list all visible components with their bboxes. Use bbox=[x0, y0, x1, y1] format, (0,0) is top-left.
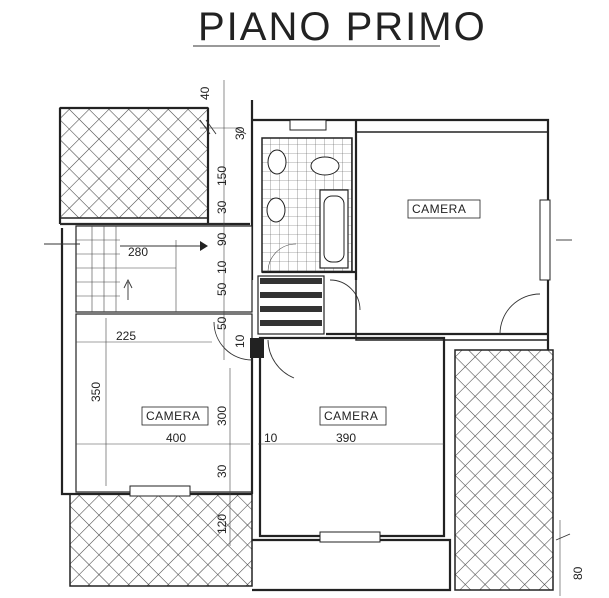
dim-90: 90 bbox=[215, 232, 229, 246]
dim-80: 80 bbox=[571, 566, 585, 580]
dim-280: 280 bbox=[128, 245, 148, 259]
room-label-left: CAMERA bbox=[146, 409, 200, 423]
dim-room-10: 10 bbox=[264, 431, 278, 445]
sink-fixture bbox=[310, 156, 340, 176]
plan-title: PIANO PRIMO bbox=[198, 5, 487, 49]
dim-top-30: 30 bbox=[233, 126, 247, 140]
room-label-box-top-right bbox=[407, 199, 481, 219]
tick-marks bbox=[44, 119, 572, 541]
wall-left bbox=[60, 228, 70, 496]
landing-door-swing bbox=[329, 279, 361, 311]
bathtub-inner bbox=[323, 195, 345, 263]
room-label-top-right: CAMERA bbox=[412, 202, 466, 216]
dim-30b: 30 bbox=[215, 200, 229, 214]
terrace-top-left bbox=[59, 107, 209, 219]
stair-arrow-head bbox=[200, 241, 208, 251]
dim-50b: 50 bbox=[215, 316, 229, 330]
bidet-fixture bbox=[266, 197, 286, 223]
dim-225: 225 bbox=[116, 329, 136, 343]
dim-50a: 50 bbox=[215, 282, 229, 296]
staircase bbox=[75, 225, 253, 313]
stair-treads bbox=[76, 226, 177, 312]
dim-10: 10 bbox=[215, 260, 229, 274]
wall-bottom bbox=[252, 538, 452, 592]
dim-bottom-30: 30 bbox=[215, 464, 229, 478]
dim-350: 350 bbox=[89, 382, 103, 402]
landing-tread-lines bbox=[260, 278, 322, 326]
door-bottom-swing bbox=[267, 339, 295, 379]
toilet-fixture bbox=[267, 149, 287, 175]
stair-arrow-up bbox=[123, 278, 133, 300]
window-left-bottom bbox=[129, 485, 191, 497]
dim-120: 120 bbox=[215, 514, 229, 534]
room-label-box-bottom-right bbox=[319, 406, 387, 426]
dim-150: 150 bbox=[215, 166, 229, 186]
room-bottom-right bbox=[258, 336, 446, 538]
window-bottom bbox=[319, 531, 381, 543]
room-top-right bbox=[355, 131, 549, 341]
bath-window bbox=[289, 119, 327, 131]
wall-pillar bbox=[250, 338, 264, 358]
window-right bbox=[539, 199, 551, 281]
room-label-box-left bbox=[141, 406, 209, 426]
bath-door-swing bbox=[267, 243, 297, 273]
door-top-right-swing bbox=[499, 293, 541, 335]
dim-390: 390 bbox=[336, 431, 356, 445]
dim-300: 300 bbox=[215, 406, 229, 426]
terrace-bottom bbox=[69, 493, 253, 587]
dim-400: 400 bbox=[166, 431, 186, 445]
room-label-bottom-right: CAMERA bbox=[324, 409, 378, 423]
dim-40: 40 bbox=[198, 86, 212, 100]
dimension-lines bbox=[60, 80, 561, 596]
terrace-right bbox=[454, 349, 554, 591]
dim-10b: 10 bbox=[233, 334, 247, 348]
door-left-swing bbox=[213, 321, 253, 361]
